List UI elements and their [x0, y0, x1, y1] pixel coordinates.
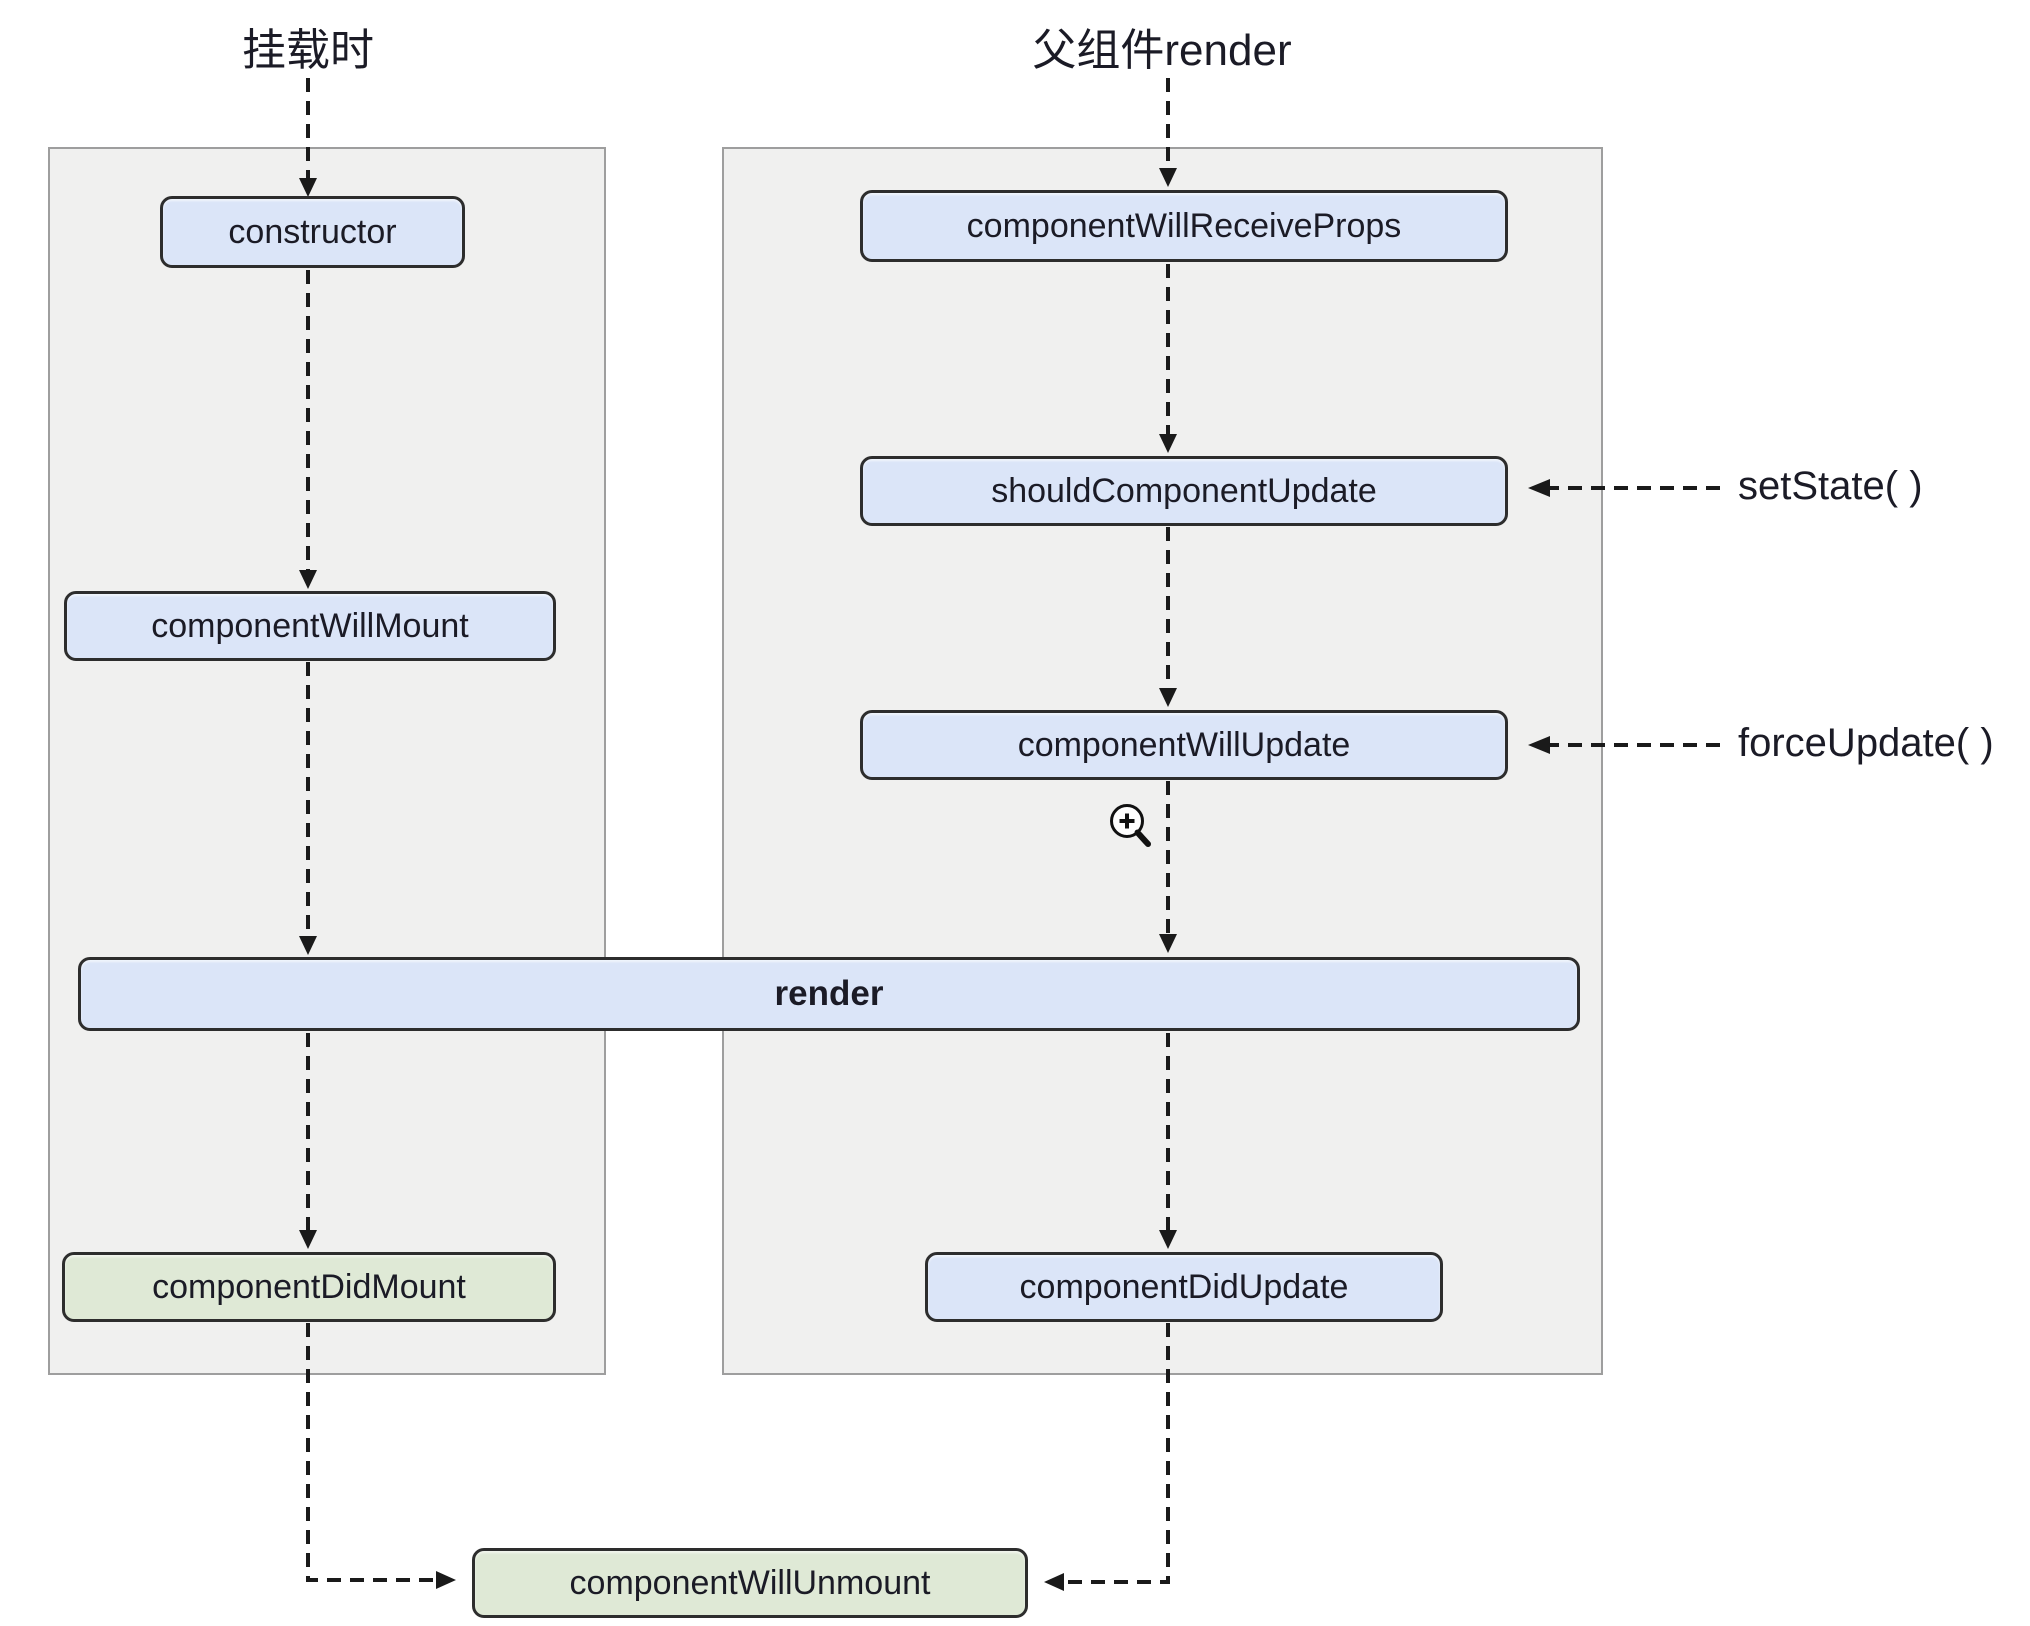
componentdidmount-box: componentDidMount: [62, 1252, 556, 1322]
arrow-didmount-to-unmount: [306, 1323, 456, 1589]
componentdidupdate-box: componentDidUpdate: [925, 1252, 1443, 1322]
mount-phase-title: 挂载时: [242, 26, 374, 75]
mount-phase-panel: [48, 147, 606, 1375]
setstate-label: setState( ): [1738, 464, 1923, 508]
arrow-constructor-to-willmount: [299, 270, 317, 589]
componentwillmount-box: componentWillMount: [64, 591, 556, 661]
forceupdate-label: forceUpdate( ): [1738, 721, 1994, 765]
parent-render-title: 父组件render: [1032, 26, 1292, 75]
arrow-didupdate-to-unmount: [1044, 1323, 1170, 1591]
zoom-in-cursor-icon: [1110, 804, 1151, 847]
shouldcomponentupdate-box: shouldComponentUpdate: [860, 456, 1508, 526]
arrow-mounttitle-to-constructor: [299, 78, 317, 197]
arrow-willmount-to-render: [299, 662, 317, 955]
arrow-willreceiveprops-to-shouldupdate: [1159, 264, 1177, 453]
arrow-forceupdate-to-willupdate: [1528, 736, 1720, 754]
arrow-setstate-to-shouldupdate: [1528, 479, 1720, 497]
arrow-willupdate-to-render: [1159, 781, 1177, 953]
arrow-parentrender-to-willreceiveprops: [1159, 78, 1177, 187]
arrow-render-to-didmount: [299, 1033, 317, 1249]
componentwillunmount-box: componentWillUnmount: [472, 1548, 1028, 1618]
arrow-render-to-didupdate: [1159, 1033, 1177, 1249]
arrow-shouldupdate-to-willupdate: [1159, 527, 1177, 707]
componentwillreceiveprops-box: componentWillReceiveProps: [860, 190, 1508, 262]
constructor-box: constructor: [160, 196, 465, 268]
render-box: render: [78, 957, 1580, 1031]
componentwillupdate-box: componentWillUpdate: [860, 710, 1508, 780]
